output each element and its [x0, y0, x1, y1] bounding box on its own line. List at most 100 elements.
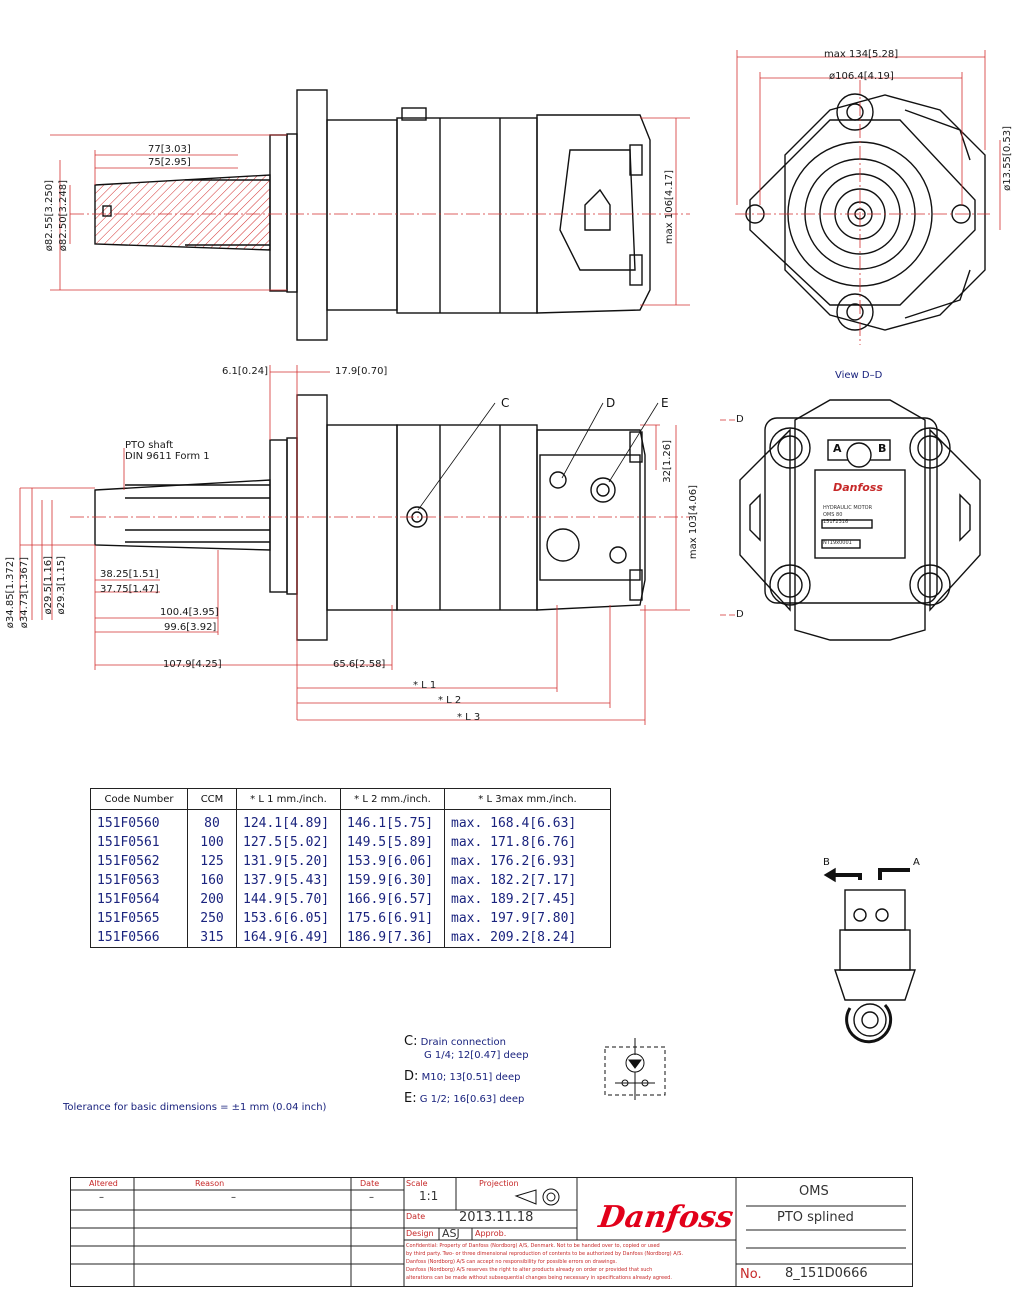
header-l1-text: L 1 mm./inch.: [258, 793, 327, 805]
note-c-desc: Drain connection: [420, 1037, 506, 1048]
header-l1-star: *: [250, 793, 256, 805]
cell-code: 151F0561: [90, 833, 188, 852]
approb-label: Approb.: [475, 1229, 507, 1238]
cell-code: 151F0563: [90, 871, 188, 890]
port-notes: C: Drain connection G 1/4; 12[0.47] deep…: [404, 1035, 529, 1106]
cell-l2: 186.9[7.36]: [340, 928, 445, 948]
bottom-side-view: [94, 394, 646, 641]
dimensions-table: Code Number CCM * L 1 mm./inch. * L 2 mm…: [90, 788, 611, 948]
dim-l1: * L 1: [413, 680, 437, 691]
technical-drawing: Danfoss: [19, 50, 1001, 1100]
design-label: Design: [406, 1229, 434, 1238]
cell-l3: max. 197.9[7.80]: [444, 909, 611, 928]
pto-shaft-label: PTO shaft: [125, 440, 174, 451]
header-code: Code Number: [90, 788, 188, 810]
conf-line-4: Danfoss (Nordborg) A/S reserves the righ…: [406, 1267, 653, 1273]
dim-37-75: 37.75[1.47]: [100, 584, 159, 595]
cell-l1: 124.1[4.89]: [236, 809, 341, 833]
callout-d: D: [606, 396, 616, 410]
view-dd: [739, 399, 981, 641]
note-e-key: E:: [404, 1091, 417, 1106]
dim-d106: ø106.4[4.19]: [829, 71, 894, 82]
confidential-notice: Confidential: Property of Danfoss (Nordb…: [406, 1242, 683, 1282]
scale-label: Scale: [406, 1179, 428, 1188]
cell-l3: max. 171.8[6.76]: [444, 833, 611, 852]
header-l3-star: *: [478, 793, 484, 805]
cell-l2: 166.9[6.57]: [340, 890, 445, 909]
note-e-desc: G 1/2; 16[0.63] deep: [419, 1094, 525, 1105]
cell-l1: 144.9[5.70]: [236, 890, 341, 909]
dim-d34-85: ø34.85[1.372]: [5, 557, 16, 629]
plate-line-4: NT19x0001: [823, 540, 852, 546]
header-l2-text: L 2 mm./inch.: [362, 793, 431, 805]
callout-e: E: [661, 396, 669, 410]
plate-port-b: B: [878, 442, 887, 455]
header-l2-star: *: [354, 793, 360, 805]
plate-line-2: OMS 80: [823, 512, 843, 518]
header-l3: * L 3max mm./inch.: [444, 788, 611, 810]
view-dd-label: View D–D: [835, 370, 883, 381]
note-c-key: C:: [404, 1034, 418, 1049]
note-c-spec: G 1/4; 12[0.47] deep: [424, 1050, 529, 1061]
date-header: Date: [360, 1179, 380, 1188]
table-header-row: Code Number CCM * L 1 mm./inch. * L 2 mm…: [90, 788, 611, 810]
dim-107-9: 107.9[4.25]: [163, 659, 222, 670]
cell-l1: 137.9[5.43]: [236, 871, 341, 890]
drawing-title: OMS: [799, 1184, 829, 1199]
section-d-top: D: [736, 414, 744, 425]
name-plate: HYDRAULIC MOTOR OMS 80 151F2316 NT19x000…: [823, 505, 872, 547]
note-e: E: G 1/2; 16[0.63] deep: [404, 1092, 529, 1106]
plate-port-a: A: [833, 442, 842, 455]
reason-header: Reason: [195, 1179, 225, 1188]
conf-line-3: Danfoss (Nordborg) A/S can accept no res…: [406, 1259, 617, 1265]
design-value: ASJ: [442, 1227, 460, 1240]
dim-38-25: 38.25[1.51]: [100, 569, 159, 580]
date-label: Date: [406, 1212, 426, 1221]
header-ccm: CCM: [187, 788, 237, 810]
dim-d82-55: ø82.55[3.250]: [44, 180, 55, 252]
header-l1: * L 1 mm./inch.: [236, 788, 341, 810]
conf-line-5: alterations can be made without subseque…: [406, 1275, 672, 1281]
dim-99-6: 99.6[3.92]: [164, 622, 217, 633]
cell-ccm: 200: [187, 890, 237, 909]
callout-c: C: [501, 396, 510, 410]
cell-l1: 131.9[5.20]: [236, 852, 341, 871]
cell-l1: 127.5[5.02]: [236, 833, 341, 852]
reason-value: –: [231, 1192, 236, 1203]
tolerance-note: Tolerance for basic dimensions = ±1 mm (…: [63, 1102, 327, 1113]
date-value: –: [369, 1192, 374, 1203]
cell-l2: 153.9[6.06]: [340, 852, 445, 871]
header-l2: * L 2 mm./inch.: [340, 788, 445, 810]
cell-l2: 149.5[5.89]: [340, 833, 445, 852]
conf-line-1: Confidential: Property of Danfoss (Nordb…: [406, 1243, 660, 1249]
cell-l2: 175.6[6.91]: [340, 909, 445, 928]
cell-ccm: 315: [187, 928, 237, 948]
projection-label: Projection: [479, 1179, 519, 1188]
conf-line-2: by third party. Two- or three dimensiona…: [406, 1251, 684, 1257]
cell-l2: 146.1[5.75]: [340, 809, 445, 833]
note-d-desc: M10; 13[0.51] deep: [421, 1072, 521, 1083]
cell-ccm: 80: [187, 809, 237, 833]
dim-max-134: max 134[5.28]: [824, 49, 899, 60]
cell-code: 151F0564: [90, 890, 188, 909]
top-front-view: [745, 93, 986, 331]
cell-l1: 153.6[6.05]: [236, 909, 341, 928]
drawing-subtitle: PTO splined: [777, 1210, 854, 1225]
note-c: C: Drain connection: [404, 1035, 529, 1049]
cell-ccm: 100: [187, 833, 237, 852]
din-label: DIN 9611 Form 1: [125, 451, 210, 462]
section-d-bottom: D: [736, 609, 744, 620]
projection-symbol: [514, 1188, 560, 1206]
header-l3-text: L 3max mm./inch.: [486, 793, 577, 805]
cell-code: 151F0562: [90, 852, 188, 871]
cell-l2: 159.9[6.30]: [340, 871, 445, 890]
danfoss-logo: Danfoss: [596, 1200, 736, 1235]
dim-l2: * L 2: [438, 695, 462, 706]
